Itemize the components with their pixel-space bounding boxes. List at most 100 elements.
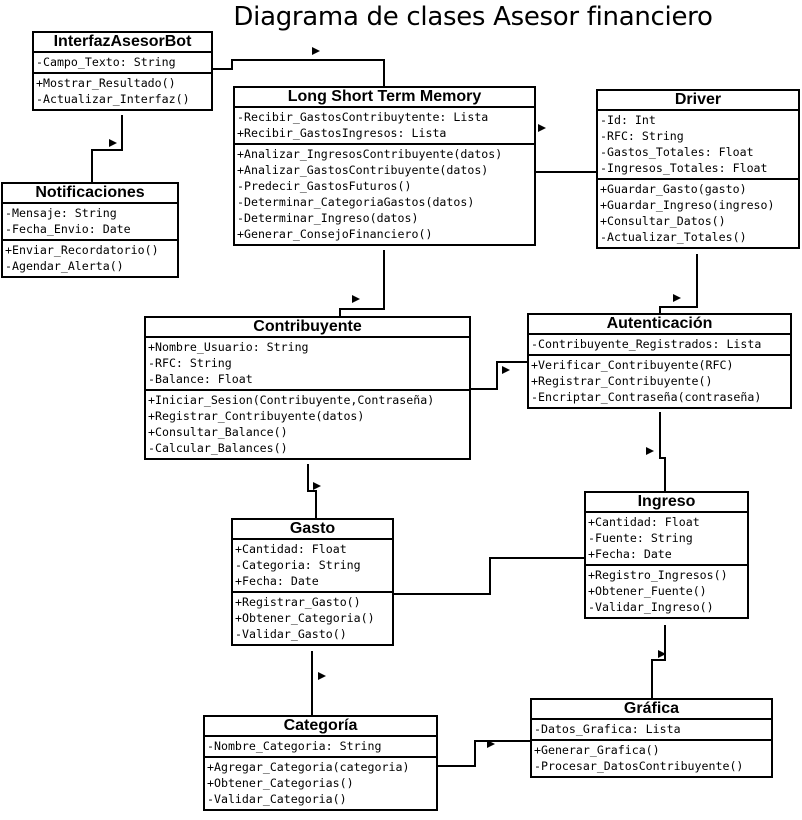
operations-section: +Generar_Grafica() -Procesar_DatosContrib… [532, 741, 771, 776]
operation-row: +Generar_ConsejoFinanciero() [237, 227, 433, 241]
attribute-row: -Id: Int [600, 113, 656, 127]
attribute-row: -Nombre_Categoria: String [207, 739, 382, 753]
operation-row: +Mostrar_Resultado() [36, 76, 176, 90]
link-interfaz-notificaciones [91, 115, 123, 183]
class-name: Ingreso [586, 493, 747, 513]
attribute-row: +Fecha: Date [588, 547, 672, 561]
operation-row: -Encriptar_Contraseña(contraseña) [531, 390, 762, 404]
operation-row: +Registrar_Contribuyente(datos) [148, 409, 365, 423]
attributes-section: -Mensaje: String -Fecha_Envio: Date [3, 204, 177, 241]
operations-section: +Enviar_Recordatorio() -Agendar_Alerta() [3, 241, 177, 276]
class-name: Driver [598, 91, 798, 111]
operation-row: -Validar_Categoria() [207, 792, 347, 806]
attributes-section: -Datos_Grafica: Lista [532, 720, 771, 741]
link-interfaz-lstm [212, 59, 385, 88]
attributes-section: -Contribuyente_Registrados: Lista [529, 335, 790, 356]
attributes-section: -Campo_Texto: String [34, 53, 211, 74]
operation-row: -Validar_Gasto() [235, 627, 347, 641]
class-autenticacion[interactable]: Autenticación-Contribuyente_Registrados:… [527, 313, 792, 409]
link-ingreso-grafica [651, 625, 666, 699]
arrowhead-6 [502, 366, 510, 374]
operations-section: +Mostrar_Resultado() -Actualizar_Interfaz… [34, 74, 211, 109]
attributes-section: -Nombre_Categoria: String [205, 737, 436, 758]
attribute-row: -Campo_Texto: String [36, 55, 176, 69]
class-name: InterfazAsesorBot [34, 33, 211, 53]
link-gasto-ingreso [393, 557, 585, 595]
class-ingreso[interactable]: Ingreso +Cantidad: Float -Fuente: String +F… [584, 491, 749, 619]
attribute-row: -Fecha_Envio: Date [5, 222, 131, 236]
class-name: Long Short Term Memory [235, 88, 534, 108]
attributes-section: +Cantidad: Float -Categoria: String +Fecha… [233, 540, 392, 593]
class-name: Gráfica [532, 700, 771, 720]
attribute-row: -Recibir_GastosContribuytente: Lista [237, 110, 489, 124]
operations-section: +Guardar_Gasto(gasto)+Guardar_Ingreso(in… [598, 180, 798, 247]
arrowhead-7 [313, 482, 321, 490]
attribute-row: +Recibir_GastosIngresos: Lista [237, 126, 447, 140]
class-categoria[interactable]: Categoría-Nombre_Categoria: String+Agreg… [203, 715, 438, 811]
class-gasto[interactable]: Gasto+Cantidad: Float-Categoria: String+… [231, 518, 394, 646]
attributes-section: +Nombre_Usuario: String -RFC: String -Bala… [146, 338, 469, 391]
operation-row: -Determinar_Ingreso(datos) [237, 211, 419, 225]
arrowhead-8 [646, 447, 654, 455]
operation-row: +Registro_Ingresos() [588, 568, 728, 582]
attribute-row: +Cantidad: Float [588, 515, 700, 529]
operation-row: +Registrar_Gasto() [235, 595, 361, 609]
attributes-section: -Id: Int-RFC: String-Gastos_Totales: Flo… [598, 111, 798, 180]
attribute-row: -Categoria: String [235, 558, 361, 572]
class-contribuyente[interactable]: Contribuyente+Nombre_Usuario: String-RFC… [144, 316, 471, 460]
class-notificaciones[interactable]: Notificaciones -Mensaje: String -Fecha_Env… [1, 182, 179, 278]
operation-row: -Validar_Ingreso() [588, 600, 714, 614]
operation-row: -Agendar_Alerta() [5, 259, 124, 273]
operations-section: +Analizar_IngresosContribuyente(datos) +A… [235, 145, 534, 244]
class-name: Gasto [233, 520, 392, 540]
operation-row: -Calcular_Balances() [148, 441, 288, 455]
attribute-row: -Gastos_Totales: Float [600, 145, 754, 159]
class-long-short-term-memory[interactable]: Long Short Term Memory-Recibir_GastosCon… [233, 86, 536, 246]
operation-row: +Analizar_GastosContribuyente(datos) [237, 163, 489, 177]
operation-row: +Verificar_Contribuyente(RFC) [531, 358, 734, 372]
attribute-row: +Cantidad: Float [235, 542, 347, 556]
operation-row: +Obtener_Fuente() [588, 584, 707, 598]
class-name: Notificaciones [3, 184, 177, 204]
operations-section: +Registro_Ingresos() +Obtener_Fuente() -Va… [586, 566, 747, 617]
link-driver-autenticacion [659, 254, 698, 315]
operation-row: +Guardar_Gasto(gasto) [600, 182, 747, 196]
operation-row: -Procesar_DatosContribuyente() [534, 759, 744, 773]
arrowhead-1 [312, 47, 320, 55]
diagram-title: Diagrama de clases Asesor financiero [233, 2, 713, 32]
operation-row: +Registrar_Contribuyente() [531, 374, 713, 388]
class-grafica[interactable]: Gráfica -Datos_Grafica: Lista +Generar_Gra… [530, 698, 773, 778]
operation-row: -Actualizar_Totales() [600, 230, 747, 244]
attribute-row: -Fuente: String [588, 531, 693, 545]
attributes-section: -Recibir_GastosContribuytente: Lista +Rec… [235, 108, 534, 145]
arrowhead-2 [109, 139, 117, 147]
attribute-row: -RFC: String [148, 356, 232, 370]
attribute-row: +Fecha: Date [235, 574, 319, 588]
link-autenticacion-ingreso [659, 412, 666, 492]
operation-row: +Obtener_Categorias() [207, 776, 354, 790]
operation-row: +Iniciar_Sesion(Contribuyente,Contraseña… [148, 393, 435, 407]
arrowhead-12 [487, 740, 495, 748]
attribute-row: -Ingresos_Totales: Float [600, 161, 768, 175]
operation-row: +Analizar_IngresosContribuyente(datos) [237, 147, 503, 161]
class-driver[interactable]: Driver-Id: Int-RFC: String-Gastos_Totale… [596, 89, 800, 249]
attributes-section: +Cantidad: Float -Fuente: String +Fecha: D… [586, 513, 747, 566]
class-interfaz-asesor-bot[interactable]: InterfazAsesorBot -Campo_Texto: String +Mo… [32, 31, 213, 111]
attribute-row: -Mensaje: String [5, 206, 117, 220]
attribute-row: +Nombre_Usuario: String [148, 340, 309, 354]
operation-row: +Generar_Grafica() [534, 743, 660, 757]
arrowhead-3 [538, 124, 546, 132]
attribute-row: -Balance: Float [148, 372, 253, 386]
arrowhead-11 [658, 650, 666, 658]
operations-section: +Registrar_Gasto()+Obtener_Categoria()-V… [233, 593, 392, 644]
link-lstm-contribuyente [339, 250, 385, 318]
operations-section: +Iniciar_Sesion(Contribuyente,Contraseña… [146, 391, 469, 458]
operation-row: -Actualizar_Interfaz() [36, 92, 190, 106]
arrowhead-4 [352, 295, 360, 303]
attribute-row: -Datos_Grafica: Lista [534, 722, 681, 736]
operation-row: +Enviar_Recordatorio() [5, 243, 159, 257]
class-name: Autenticación [529, 315, 790, 335]
link-contribuyente-autenticacion [470, 361, 528, 390]
operation-row: +Agregar_Categoria(categoria) [207, 760, 410, 774]
